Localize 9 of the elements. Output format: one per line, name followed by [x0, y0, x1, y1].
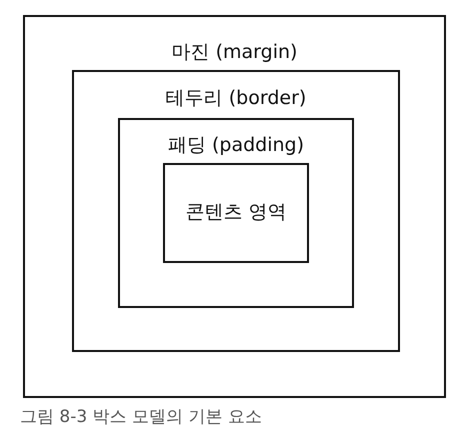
- figure-caption: 그림 8-3 박스 모델의 기본 요소: [20, 406, 262, 428]
- box-label: 마진 (margin): [172, 41, 298, 63]
- box-label: 테두리 (border): [166, 87, 306, 109]
- box-label: 패딩 (padding): [168, 134, 304, 156]
- content-box: [163, 163, 309, 263]
- box-label: 콘텐츠 영역: [185, 201, 287, 223]
- margin-box: [23, 15, 446, 398]
- padding-box: [118, 118, 354, 308]
- border-box: [72, 70, 400, 352]
